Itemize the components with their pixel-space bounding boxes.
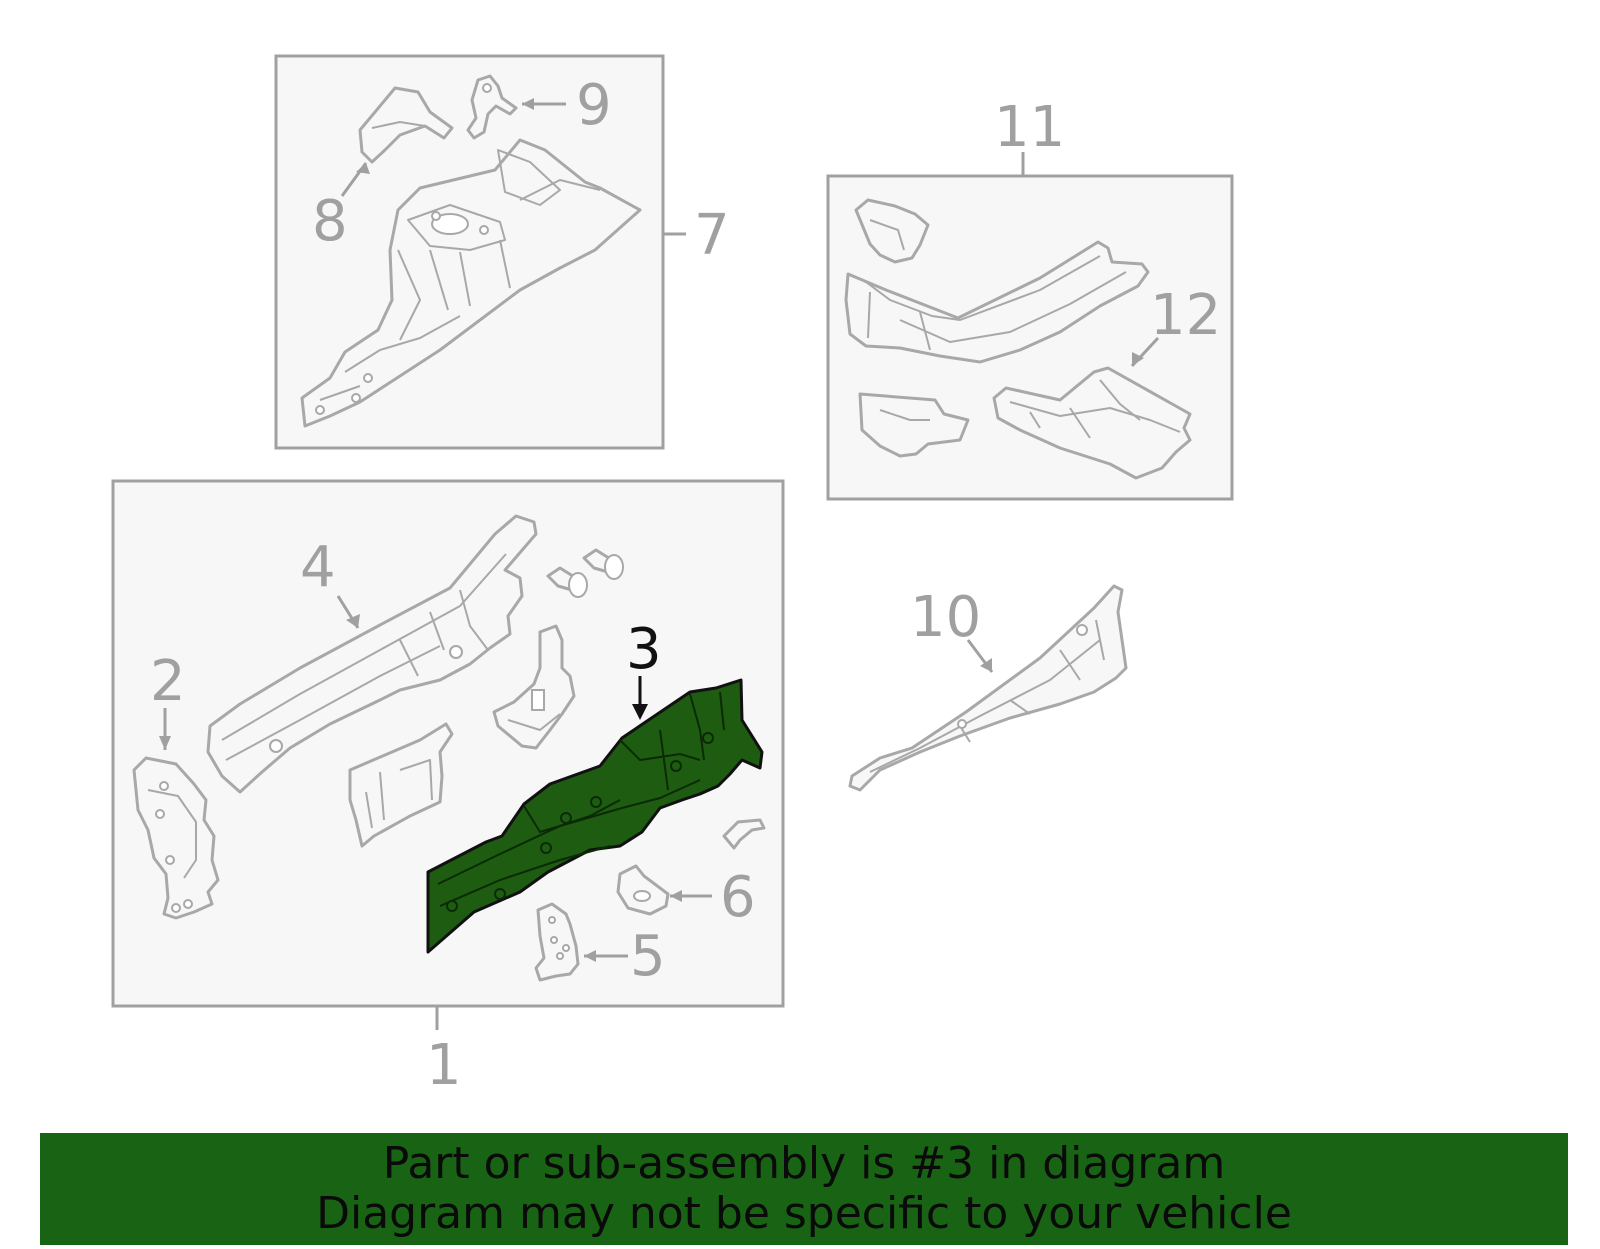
part-3-highlighted[interactable]	[426, 678, 764, 954]
mid-bracket	[348, 722, 454, 848]
part-9-clip	[466, 74, 518, 140]
part-11-small-bracket	[854, 198, 930, 264]
part-5-bracket	[534, 902, 580, 982]
part-11-lower-bracket	[858, 392, 970, 458]
callout-2: 2	[150, 649, 186, 714]
callout-8: 8	[312, 189, 348, 254]
leader-arrowheads	[159, 98, 1144, 962]
banner-line-1: Part or sub-assembly is #3 in diagram	[382, 1138, 1226, 1189]
part-10-reinforcement	[848, 584, 1128, 792]
stud-bracket	[492, 624, 576, 750]
part-11-rail	[844, 240, 1150, 364]
part-8-bracket	[358, 86, 454, 164]
callout-5: 5	[630, 924, 666, 989]
leader-3-arrowhead	[632, 704, 648, 720]
part-12-rail-extension	[992, 366, 1192, 480]
banner-line-2: Diagram may not be specific to your vehi…	[316, 1188, 1292, 1239]
part-2-plate	[132, 756, 220, 920]
callout-10: 10	[910, 585, 981, 650]
callout-12: 12	[1150, 283, 1221, 348]
callout-7: 7	[694, 203, 730, 268]
part-4-side-member	[206, 514, 538, 794]
callout-1: 1	[426, 1033, 462, 1098]
bolt-pair	[546, 548, 624, 598]
part-6-bracket	[616, 864, 670, 916]
callout-4: 4	[300, 535, 336, 600]
info-banner: Part or sub-assembly is #3 in diagram Di…	[40, 1133, 1568, 1245]
callout-11: 11	[994, 95, 1065, 160]
callout-6: 6	[720, 865, 756, 930]
callout-9: 9	[576, 73, 612, 138]
part-7-apron-assembly	[300, 138, 642, 428]
small-clip	[722, 818, 766, 850]
callout-3: 3	[626, 617, 662, 682]
